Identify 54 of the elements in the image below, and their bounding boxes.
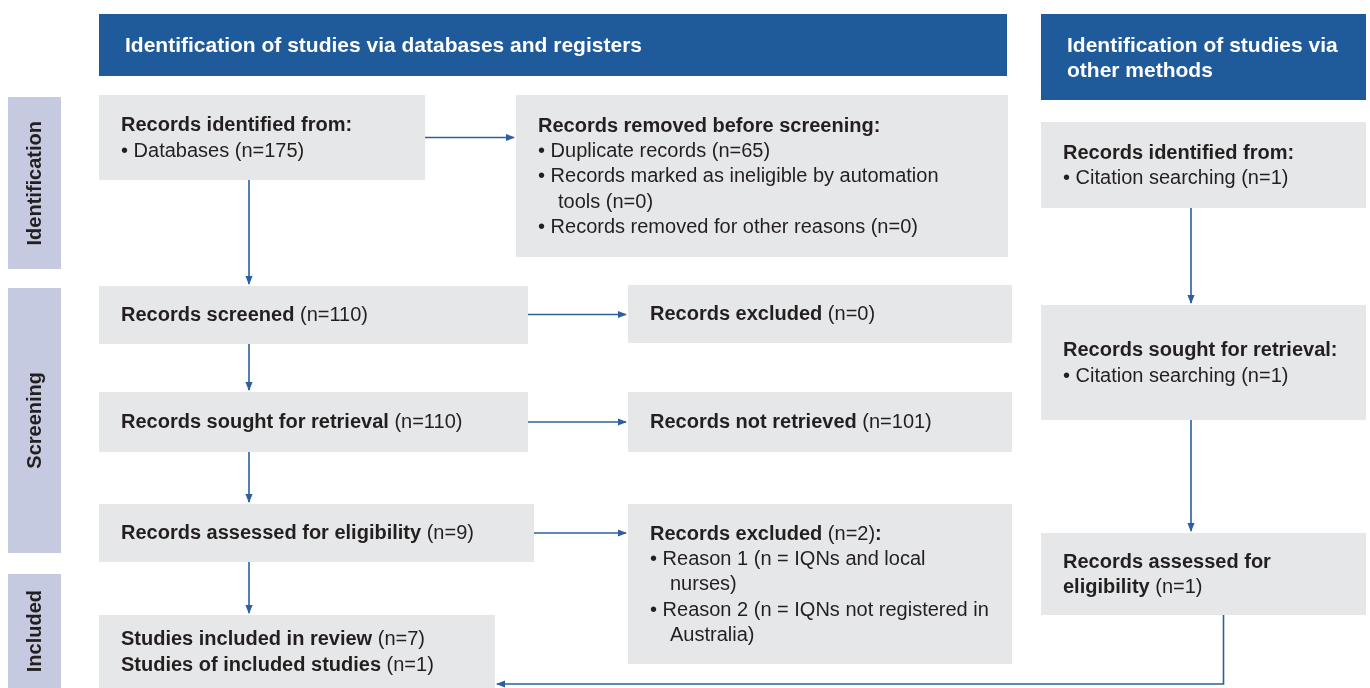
arrow [496, 614, 1225, 688]
process-box [628, 392, 1012, 452]
box-text: Records sought for retrieval (n=110) [121, 409, 464, 435]
box-text: • Records removed for other reasons (n=0) [538, 214, 919, 240]
arrow [1187, 207, 1195, 304]
process-box [99, 504, 534, 562]
arrow [424, 133, 515, 142]
box-text: Records excluded (n=0) [650, 301, 877, 327]
stage-label: Identification [23, 120, 46, 246]
section-header [1041, 14, 1366, 100]
process-box [1041, 122, 1366, 208]
process-box [99, 392, 528, 452]
box-text: Records identified from: [121, 112, 354, 138]
box-text: • Records marked as ineligible by automation tools (n=0) [538, 163, 940, 214]
box-text: • Duplicate records (n=65) [538, 137, 772, 163]
header-text: Identification of studies via databases and registers [125, 32, 643, 58]
box-text: Records not retrieved (n=101) [650, 409, 933, 435]
box-text: Records removed before screening: [538, 112, 882, 138]
process-box [628, 504, 1012, 664]
box-text: Records excluded (n=2): [650, 520, 883, 546]
process-box [99, 286, 528, 344]
section-header [99, 14, 1007, 76]
stage-label-band [8, 288, 61, 553]
stage-label-band [8, 97, 61, 269]
process-box [628, 285, 1012, 343]
header-text: Identification of studies via other methods [1067, 31, 1339, 83]
stage-label: Included [23, 589, 46, 673]
process-box [1041, 305, 1366, 420]
arrow [527, 418, 627, 426]
box-text: • Citation searching (n=1) [1063, 165, 1290, 190]
process-box [1041, 533, 1366, 615]
arrow [245, 561, 253, 614]
stage-label-band [8, 574, 61, 688]
process-box [516, 95, 1008, 257]
box-text: Studies of included studies (n=1) [121, 651, 435, 677]
arrow [1187, 419, 1195, 532]
box-text: Studies included in review (n=7) [121, 626, 426, 652]
box-text: • Databases (n=175) [121, 137, 306, 163]
process-box [99, 615, 495, 688]
box-text: • Citation searching (n=1) [1063, 362, 1290, 388]
box-text: Records assessed for eligibility (n=1) [1063, 548, 1272, 599]
process-box [99, 95, 425, 180]
box-text: • Reason 1 (n = IQNs and local nurses) [650, 545, 927, 597]
arrow [245, 451, 253, 503]
box-text: Records sought for retrieval: [1063, 337, 1339, 363]
arrow [533, 529, 627, 537]
stage-label: Screening [23, 372, 46, 469]
box-text: Records screened (n=110) [121, 302, 369, 328]
box-text: Records assessed for eligibility (n=9) [121, 520, 475, 546]
arrow [527, 310, 627, 319]
box-text: Records identified from: [1063, 139, 1296, 165]
box-text: • Reason 2 (n = IQNs not registered in Australia) [650, 596, 990, 648]
arrow [245, 179, 253, 285]
arrow [245, 343, 253, 391]
